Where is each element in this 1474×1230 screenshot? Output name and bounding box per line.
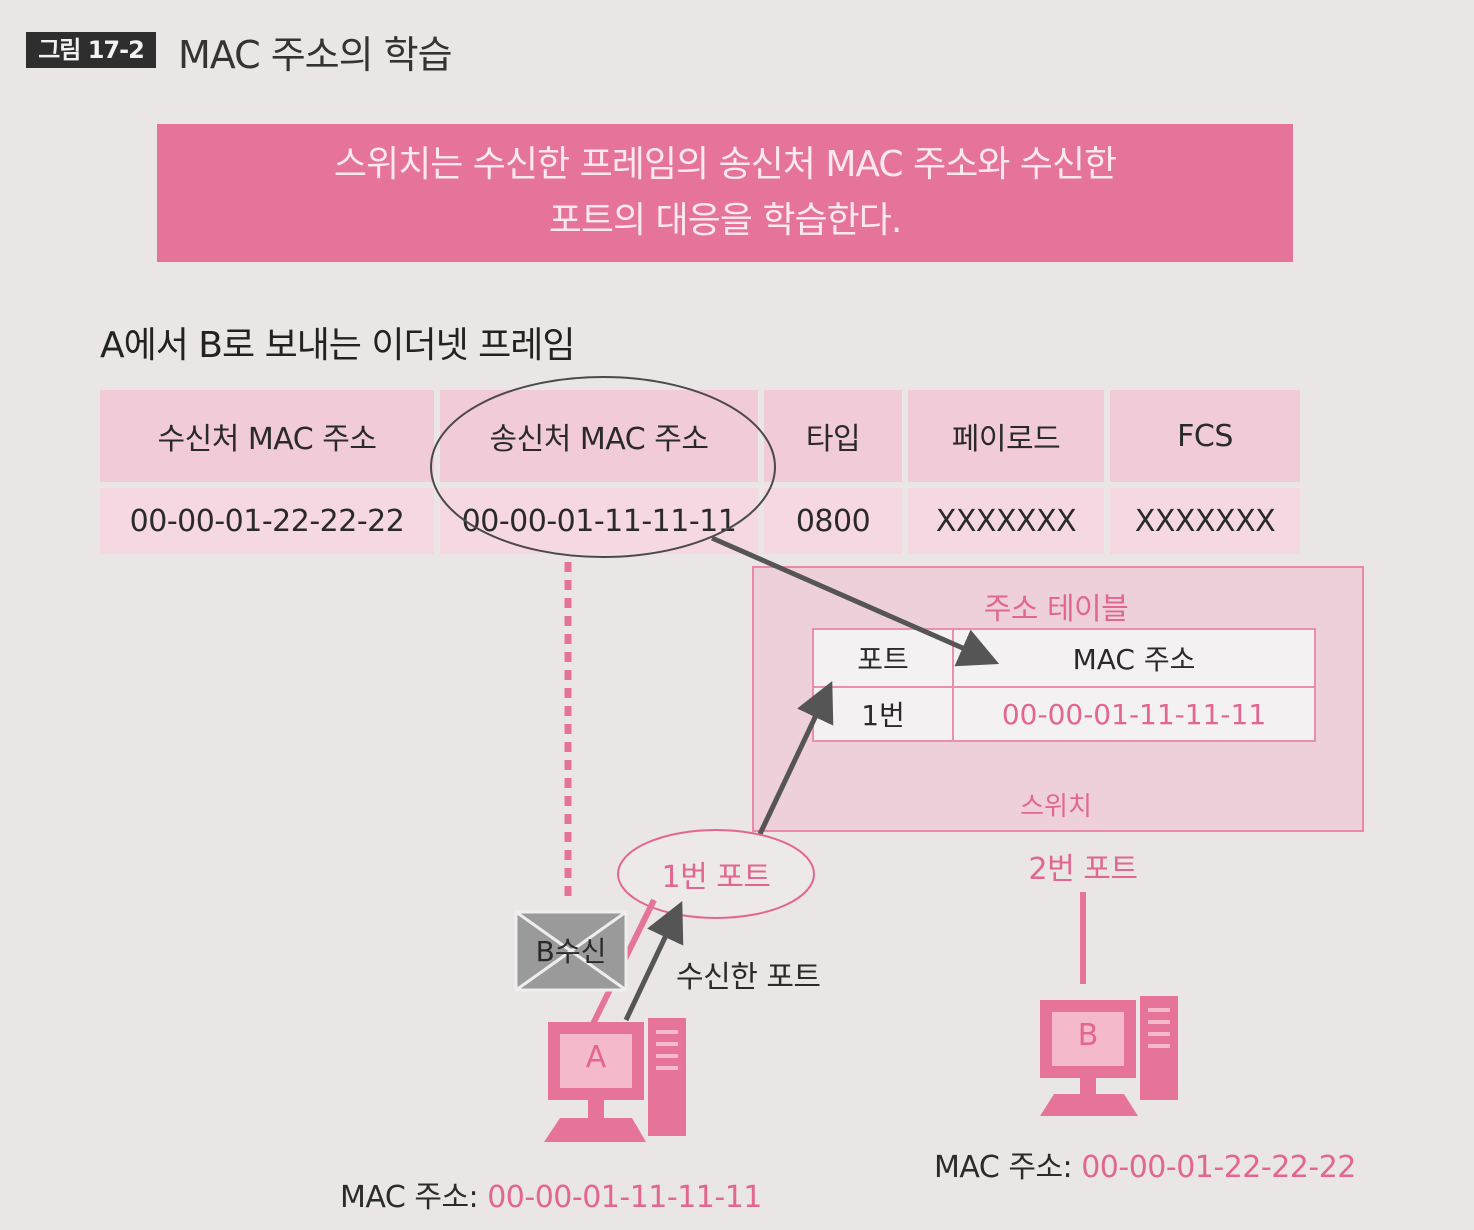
- frame-header-payload: 페이로드: [908, 390, 1104, 482]
- address-table-cell-port: 1번: [861, 699, 905, 732]
- host-a-mac-label: MAC 주소:: [340, 1180, 479, 1215]
- banner-line-1: 스위치는 수신한 프레임의 송신처 MAC 주소와 수신한: [333, 144, 1117, 185]
- frame-header-fcs: FCS: [1110, 390, 1300, 482]
- banner-line-2: 포트의 대응을 학습한다.: [548, 200, 903, 241]
- switch-label: 스위치: [1020, 792, 1092, 822]
- figure-title: MAC 주소의 학습: [178, 33, 453, 77]
- src-mac-highlight-ellipse: [430, 376, 776, 558]
- address-table-title: 주소 테이블: [983, 592, 1129, 627]
- host-a-computer-icon: [544, 1018, 686, 1142]
- frame-value-payload: XXXXXXX: [908, 488, 1104, 554]
- envelope-label: B수신: [535, 935, 607, 968]
- table-col-divider: [952, 630, 954, 740]
- host-b-mac-caption: MAC 주소: 00-00-01-22-22-22: [934, 1142, 1356, 1186]
- host-b-name: B: [1077, 1018, 1099, 1053]
- frame-value-fcs: XXXXXXX: [1110, 488, 1300, 554]
- learn-mac-arrow: [710, 535, 1000, 667]
- frame-title: A에서 B로 보내는 이더넷 프레임: [100, 325, 576, 366]
- summary-banner: 스위치는 수신한 프레임의 송신처 MAC 주소와 수신한 포트의 대응을 학습…: [157, 124, 1293, 262]
- frame-value-dest: 00-00-01-22-22-22: [100, 488, 434, 554]
- envelope-icon: [514, 910, 628, 992]
- address-table-cell-mac: 00-00-01-11-11-11: [1001, 697, 1267, 731]
- frame-header-dest: 수신처 MAC 주소: [100, 390, 434, 482]
- address-table: 포트 MAC 주소 1번 00-00-01-11-11-11: [812, 628, 1316, 742]
- figure-tag: 그림 17-2: [26, 32, 156, 68]
- address-table-header-port: 포트: [857, 643, 909, 676]
- host-a-name: A: [585, 1040, 607, 1075]
- host-a-mac-caption: MAC 주소: 00-00-01-11-11-11: [340, 1172, 762, 1216]
- address-table-header-mac: MAC 주소: [1072, 643, 1196, 676]
- host-b-mac-label: MAC 주소:: [934, 1150, 1073, 1185]
- frame-value-type: 0800: [764, 488, 902, 554]
- host-b-mac-value: 00-00-01-22-22-22: [1081, 1150, 1356, 1185]
- table-row-divider: [814, 686, 1314, 688]
- port2-label: 2번 포트: [1028, 852, 1138, 887]
- host-b-computer-icon: [1040, 996, 1178, 1116]
- receive-port-label: 수신한 포트: [676, 960, 821, 995]
- port1-label: 1번 포트: [661, 860, 771, 895]
- frame-header-src: 송신처 MAC 주소: [440, 390, 758, 482]
- receive-port-arrow: [623, 900, 684, 1022]
- host-a-mac-value: 00-00-01-11-11-11: [487, 1180, 762, 1215]
- frame-header-type: 타입: [764, 390, 902, 482]
- frame-value-src: 00-00-01-11-11-11: [440, 488, 758, 554]
- learn-port-arrow: [757, 680, 834, 836]
- port1-ellipse: [617, 829, 815, 919]
